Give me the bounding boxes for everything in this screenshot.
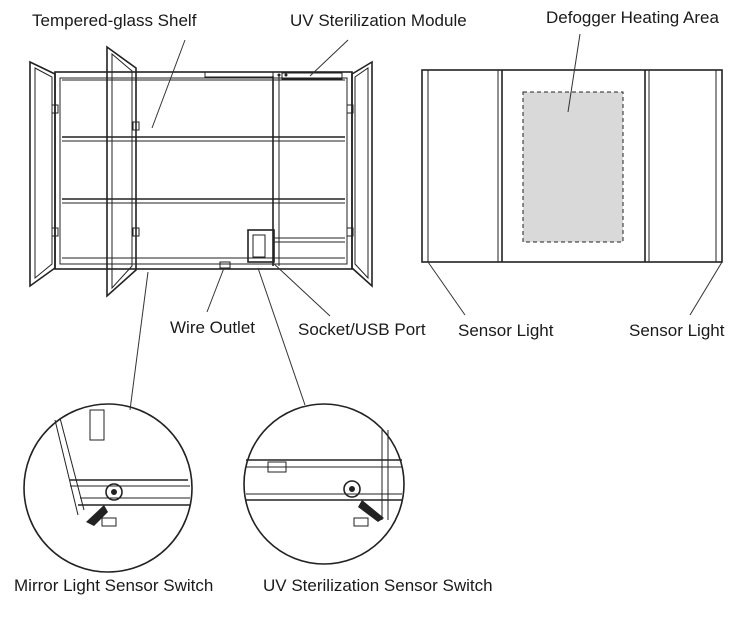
defogger-area	[522, 91, 624, 243]
label-wire-outlet: Wire Outlet	[170, 318, 256, 337]
label-uv-module: UV Sterilization Module	[290, 11, 467, 30]
label-sensor-light-right: Sensor Light	[629, 321, 725, 340]
label-uv-switch: UV Sterilization Sensor Switch	[263, 576, 493, 595]
label-socket-usb: Socket/USB Port	[298, 320, 426, 339]
label-sensor-light-left: Sensor Light	[458, 321, 554, 340]
label-shelf: Tempered-glass Shelf	[32, 11, 197, 30]
uv-switch-detail	[243, 403, 405, 565]
mirror-switch-detail	[23, 403, 193, 573]
open-cabinet-drawing	[29, 45, 373, 298]
closed-cabinet-drawing	[421, 69, 723, 263]
label-defogger: Defogger Heating Area	[546, 8, 719, 27]
label-mirror-switch: Mirror Light Sensor Switch	[14, 576, 214, 595]
leader-lines	[129, 33, 723, 411]
